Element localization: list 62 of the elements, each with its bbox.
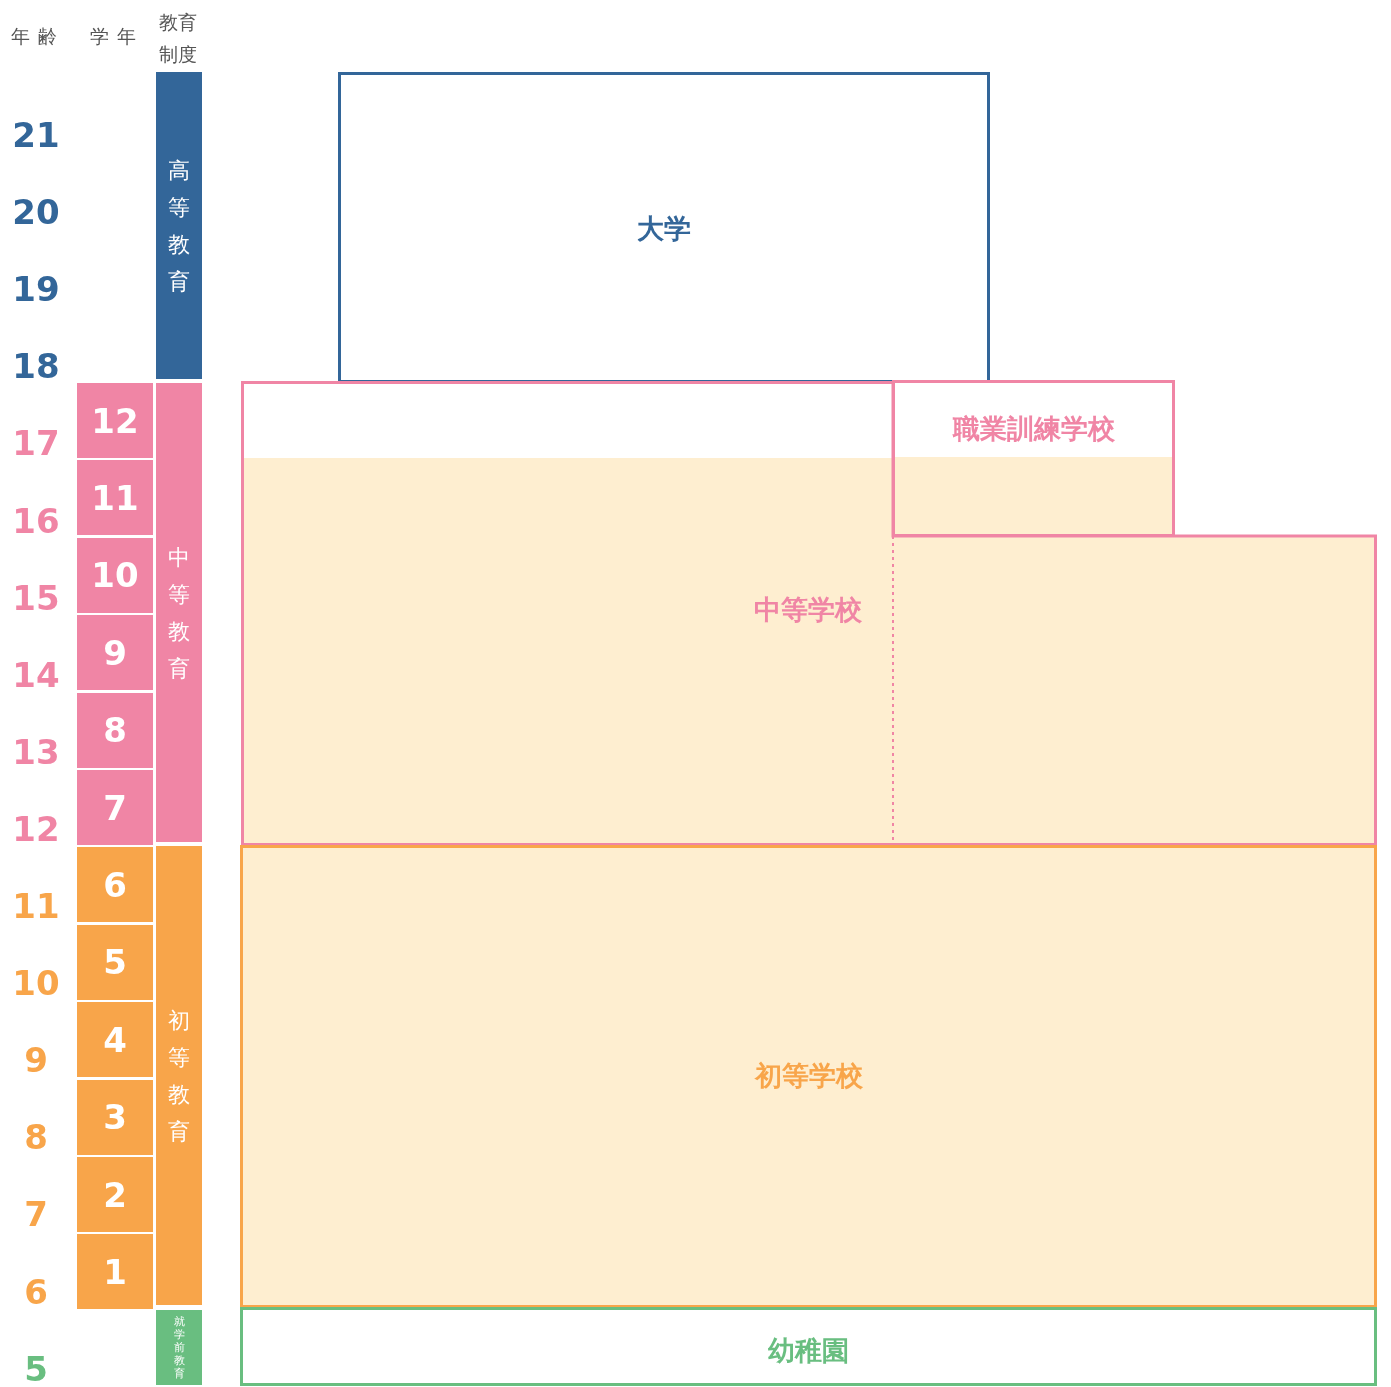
grade-block — [77, 537, 153, 613]
grade-block — [77, 383, 153, 458]
school-box — [892, 380, 1175, 537]
age-number: 8 — [24, 1117, 48, 1158]
age-number: 20 — [12, 192, 60, 233]
grade-number: 11 — [91, 477, 139, 518]
school-box — [338, 72, 990, 383]
stage-bar — [156, 72, 202, 379]
column-heading: 教育制度 — [159, 10, 198, 67]
grade-number: 7 — [103, 787, 127, 828]
grade-block — [77, 1002, 153, 1078]
grade-number: 1 — [103, 1251, 127, 1292]
stage-label: 中等教育 — [167, 543, 191, 683]
age-number: 6 — [24, 1271, 48, 1312]
stage-bar — [156, 1310, 202, 1385]
age-number: 16 — [12, 500, 60, 541]
school-name: 中等学校 — [754, 593, 862, 627]
stage-label: 初等教育 — [167, 1006, 191, 1146]
age-number: 14 — [12, 654, 60, 695]
column-heading: 年齢 — [11, 24, 65, 49]
grade-block — [77, 1157, 153, 1232]
age-number: 13 — [12, 731, 60, 772]
age-number: 15 — [12, 577, 60, 618]
stage-bar — [156, 846, 202, 1305]
age-number: 5 — [24, 1348, 48, 1387]
grade-block — [77, 692, 153, 768]
grade-block — [77, 460, 153, 536]
school-box — [241, 381, 1377, 846]
age-number: 19 — [12, 269, 60, 310]
grade-block — [77, 1234, 153, 1310]
grade-number: 3 — [103, 1097, 127, 1138]
school-name: 職業訓練学校 — [952, 412, 1115, 446]
grade-number: 4 — [103, 1019, 127, 1060]
school-name: 大学 — [637, 212, 691, 246]
age-number: 7 — [24, 1194, 48, 1235]
grade-block — [77, 615, 153, 691]
age-number: 12 — [12, 808, 60, 849]
grade-number: 12 — [91, 400, 139, 441]
age-number: 21 — [12, 115, 60, 155]
age-number: 17 — [12, 423, 60, 464]
grade-block — [77, 1079, 153, 1155]
grade-number: 2 — [103, 1174, 127, 1215]
school-name: 幼稚園 — [768, 1334, 849, 1368]
stage-label: 就学前教育 — [173, 1315, 185, 1380]
school-box — [240, 1307, 1377, 1386]
grade-number: 5 — [103, 942, 127, 983]
grade-block — [77, 924, 153, 1000]
grade-number: 6 — [103, 864, 127, 905]
column-heading: 学年 — [90, 24, 144, 49]
grade-block — [77, 770, 153, 845]
grade-number: 9 — [103, 632, 127, 673]
stage-bar — [156, 383, 202, 842]
school-box — [240, 845, 1377, 1308]
age-number: 10 — [12, 963, 60, 1004]
school-name: 初等学校 — [754, 1059, 863, 1093]
grade-block — [77, 847, 153, 923]
grade-number: 8 — [103, 710, 127, 751]
grade-number: 10 — [91, 555, 139, 596]
age-number: 9 — [24, 1040, 48, 1081]
age-number: 18 — [12, 346, 60, 387]
age-number: 11 — [12, 886, 60, 926]
stage-label: 高等教育 — [167, 156, 191, 296]
